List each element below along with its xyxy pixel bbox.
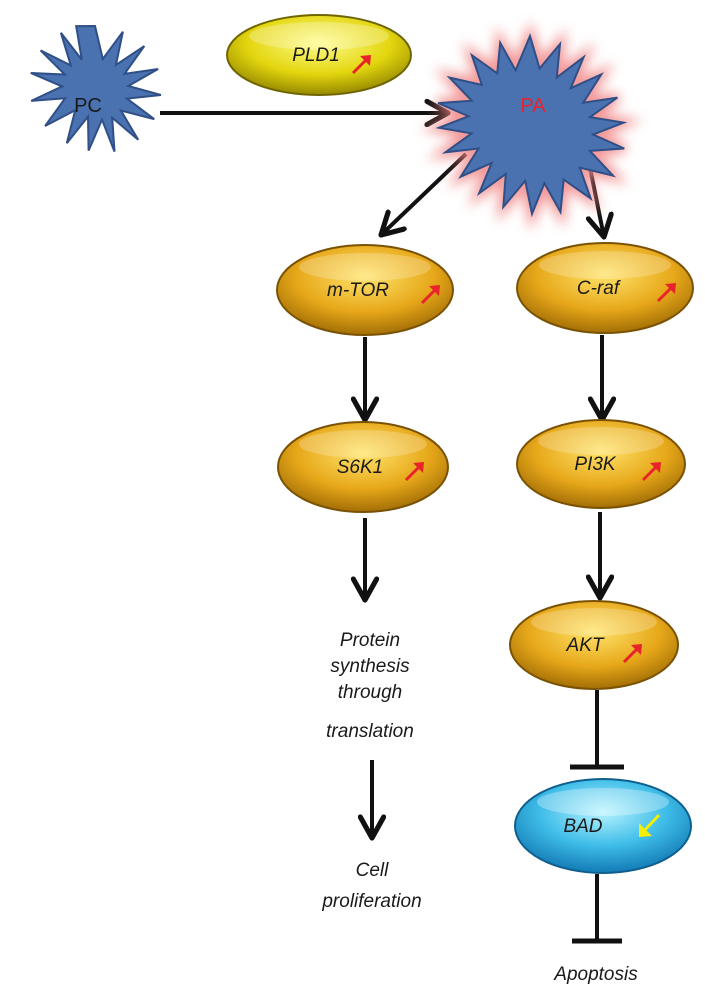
bad-highlight — [537, 788, 669, 816]
bad-label: BAD — [563, 816, 602, 837]
mtor-ellipse — [276, 244, 454, 336]
s6k1-up-arrow-icon — [404, 462, 424, 482]
pld1-up-arrow-icon — [351, 55, 371, 75]
pa-star-shape — [435, 33, 628, 218]
pi3k-label: PI3K — [574, 454, 617, 475]
akt-highlight — [531, 608, 657, 636]
node-mtor: m-TOR — [276, 244, 454, 336]
cell-line-1: Cell — [356, 860, 390, 881]
craf-up-arrow-icon — [656, 283, 676, 303]
node-pi3k: PI3K — [516, 419, 686, 509]
mtor-highlight — [299, 253, 431, 281]
akt-label: AKT — [566, 635, 605, 656]
edge-pa-mtor — [381, 152, 468, 235]
outcome-protein-synthesis: Protein synthesis through translation — [326, 630, 414, 742]
pc-label: PC — [74, 95, 102, 117]
s6k1-highlight — [299, 430, 427, 458]
outcome-cell-proliferation: Cell proliferation — [321, 860, 421, 912]
mtor-label: m-TOR — [327, 280, 389, 301]
craf-label: C-raf — [577, 278, 621, 299]
s6k1-label: S6K1 — [337, 457, 383, 478]
pi3k-ellipse — [516, 419, 686, 509]
protein-line-3: through — [338, 682, 402, 703]
node-pc: PC — [30, 24, 162, 152]
craf-ellipse — [516, 242, 694, 334]
protein-line-2: synthesis — [330, 656, 410, 677]
pi3k-highlight — [538, 427, 664, 455]
node-bad: BAD — [514, 778, 692, 874]
pa-label: PA — [520, 95, 546, 117]
node-craf: C-raf — [516, 242, 694, 334]
protein-line-4: translation — [326, 721, 414, 742]
pld1-ellipse — [226, 14, 412, 96]
node-s6k1: S6K1 — [277, 421, 449, 513]
pi3k-up-arrow-icon — [641, 462, 661, 482]
node-pld1: PLD1 — [226, 14, 412, 96]
protein-line-1: Protein — [340, 630, 400, 651]
node-akt: AKT — [509, 600, 679, 690]
akt-ellipse — [509, 600, 679, 690]
cell-line-2: proliferation — [321, 891, 421, 912]
bad-down-arrow-icon — [639, 813, 661, 837]
pld1-highlight — [249, 22, 389, 50]
s6k1-ellipse — [277, 421, 449, 513]
node-pa: PA — [420, 21, 643, 231]
bad-ellipse — [514, 778, 692, 874]
pc-star-shape — [30, 24, 162, 152]
outcome-apoptosis: Apoptosis — [553, 964, 638, 985]
mtor-up-arrow-icon — [420, 285, 440, 305]
pld1-label: PLD1 — [292, 45, 340, 66]
craf-highlight — [539, 251, 671, 279]
akt-up-arrow-icon — [622, 644, 642, 664]
